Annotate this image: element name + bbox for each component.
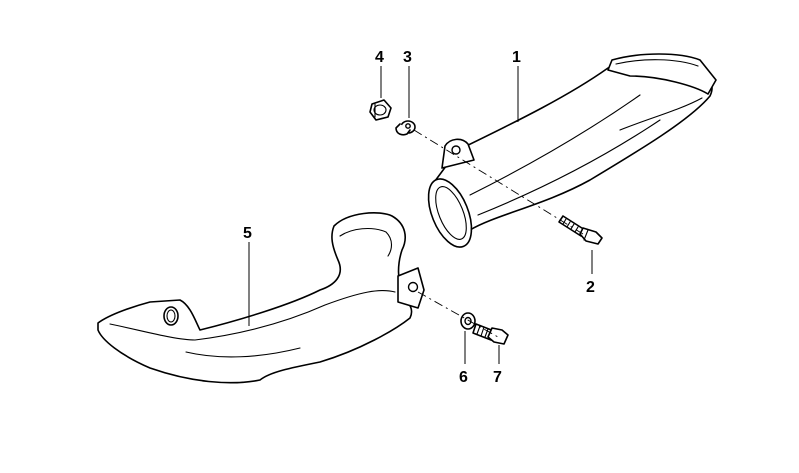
callout-1: 1 bbox=[512, 49, 521, 66]
part-7-screw[interactable] bbox=[472, 323, 509, 345]
assembly-axis-upper bbox=[413, 129, 584, 235]
part-4-grommet[interactable] bbox=[369, 99, 392, 121]
part-5-bracket[interactable] bbox=[97, 212, 425, 384]
callout-6: 6 bbox=[459, 369, 468, 386]
callout-2: 2 bbox=[586, 279, 595, 296]
part-3-bushing[interactable] bbox=[395, 120, 416, 136]
assembly-axis-lower bbox=[417, 291, 499, 338]
callout-4: 4 bbox=[375, 49, 384, 66]
callout-3: 3 bbox=[403, 49, 412, 66]
part-6-washer[interactable] bbox=[460, 312, 476, 330]
callout-7: 7 bbox=[493, 369, 502, 386]
leader-lines bbox=[248, 66, 593, 364]
part-1-air-duct[interactable] bbox=[420, 53, 717, 253]
part-2-bolt[interactable] bbox=[558, 215, 603, 245]
callout-5: 5 bbox=[243, 225, 252, 242]
